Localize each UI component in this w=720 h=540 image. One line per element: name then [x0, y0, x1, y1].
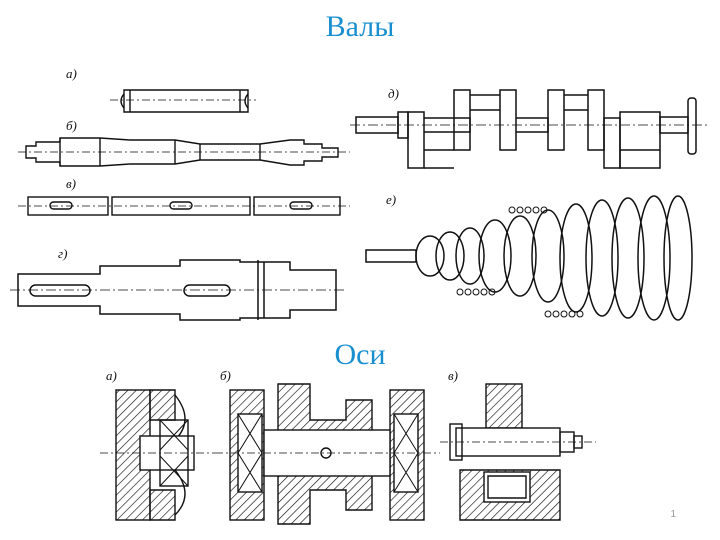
- title-shafts: Валы: [325, 10, 395, 43]
- label-axle-b: б): [220, 368, 231, 383]
- title-axles: Оси: [334, 338, 386, 371]
- label-shaft-g: г): [58, 246, 68, 261]
- shaft-a-drawing: [110, 89, 256, 113]
- label-shaft-e: е): [386, 192, 397, 207]
- shaft-b-drawing: [18, 137, 350, 167]
- axle-b-drawing: [215, 383, 440, 525]
- shaft-v-drawing: [18, 196, 350, 216]
- shaft-g-drawing: [10, 259, 345, 321]
- label-shaft-d: д): [388, 86, 399, 101]
- page-number: 1: [670, 509, 676, 520]
- axle-v-drawing: [440, 383, 596, 521]
- shaft-e-drawing: [365, 195, 693, 321]
- label-shaft-b: б): [66, 118, 77, 133]
- label-axle-v: в): [448, 368, 458, 383]
- label-shaft-v: в): [66, 176, 76, 191]
- shaft-d-drawing: [350, 89, 708, 169]
- label-axle-a: а): [106, 368, 117, 383]
- axle-a-drawing: [100, 389, 215, 521]
- label-shaft-a: а): [66, 66, 77, 81]
